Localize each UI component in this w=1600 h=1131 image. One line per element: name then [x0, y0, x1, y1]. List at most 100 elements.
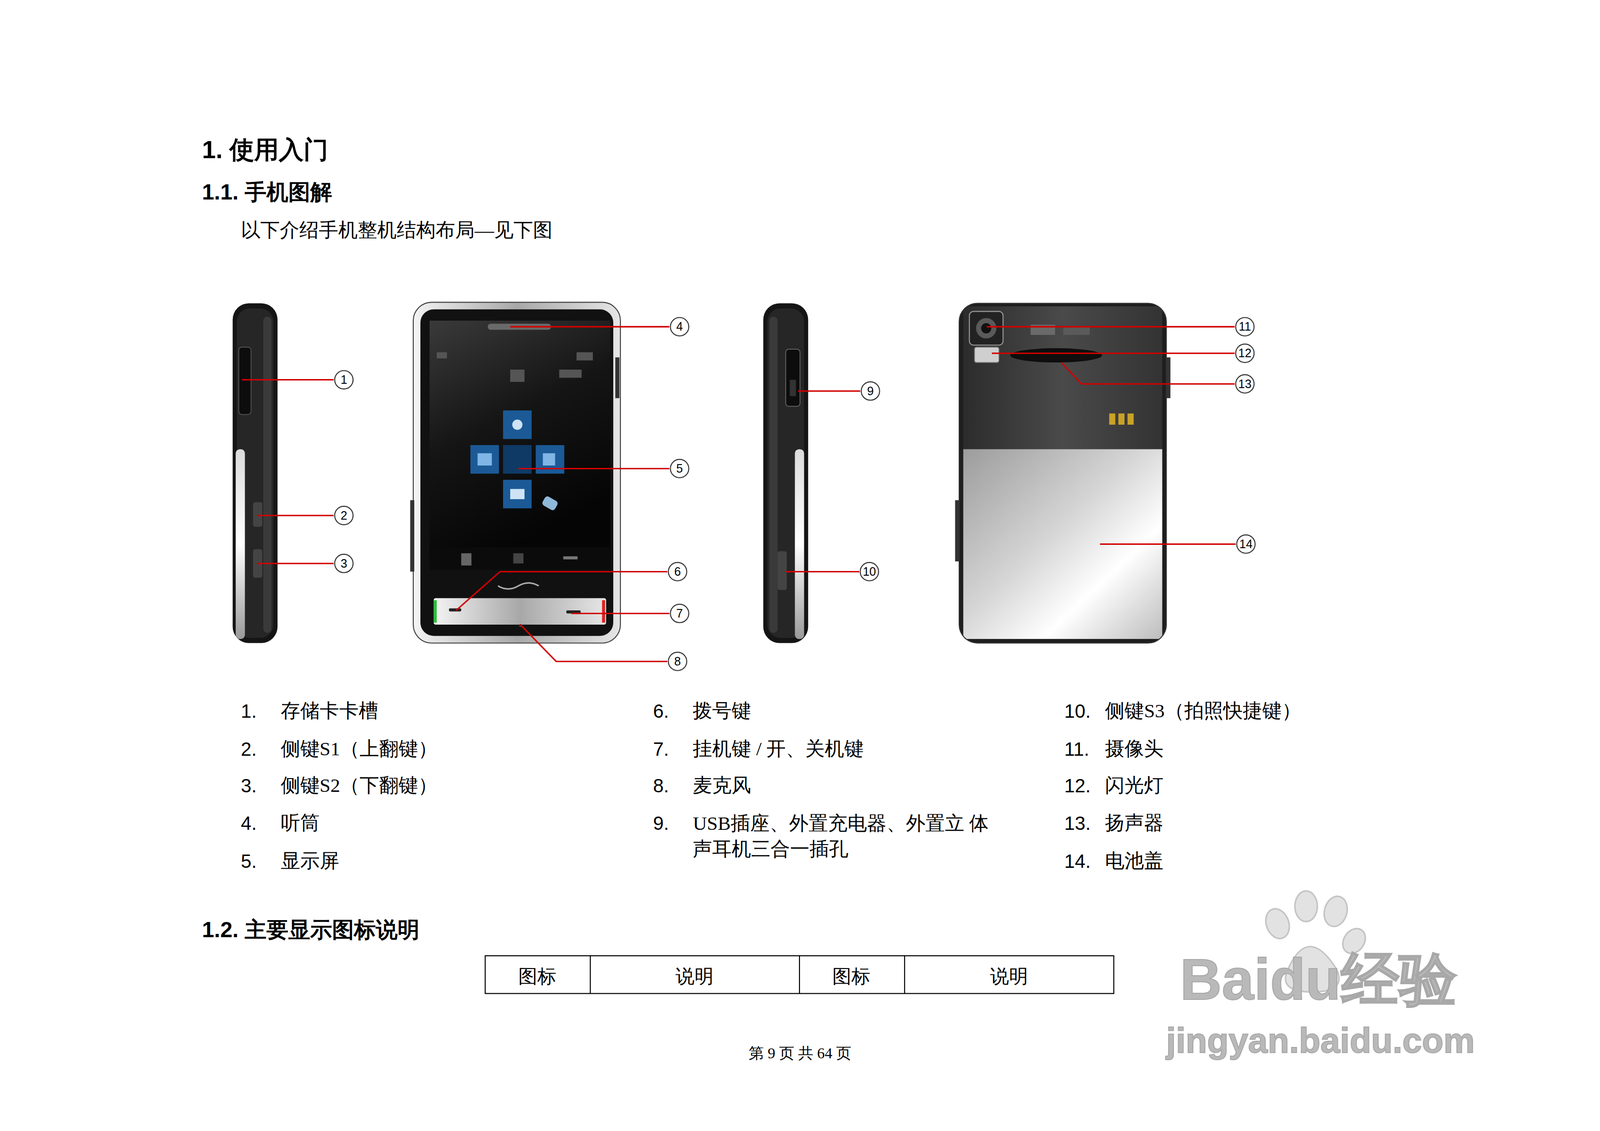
phone-front: [559, 369, 582, 378]
leader-lines: [571, 612, 670, 615]
callout-circles: [670, 459, 689, 478]
item-number: 6.: [653, 700, 669, 723]
leader-lines: [991, 352, 1235, 354]
phone-front: [497, 582, 539, 590]
phone-front: [541, 495, 559, 512]
callout-circles: [334, 317, 1256, 671]
phone-right-side: [785, 349, 800, 407]
callout-number: 13: [1238, 376, 1252, 391]
phone-back-edge: [959, 303, 1167, 643]
phone-front: [513, 553, 524, 564]
table-frame: [590, 955, 591, 994]
callout-number: 10: [862, 564, 877, 579]
leader-lines: [986, 325, 1235, 328]
phone-right-side: [763, 303, 809, 643]
phone-front: [436, 352, 447, 359]
phone-back: [1063, 326, 1090, 335]
phone-right-side: [769, 316, 778, 633]
phone-back: [959, 303, 1167, 643]
watermark-logo: [1261, 905, 1294, 943]
phone-front: [512, 419, 523, 430]
part-name: 摄像头: [1104, 737, 1164, 761]
leader-lines: [456, 571, 668, 611]
table-cell: 图标: [832, 965, 871, 988]
table-cell: 说明: [990, 965, 1029, 988]
callout-circles: [668, 562, 687, 581]
part-name: 电池盖: [1104, 849, 1164, 873]
leader-lines: [785, 571, 860, 573]
phone-front: [429, 547, 610, 570]
item-number: 1.: [240, 700, 257, 723]
item-number: 14.: [1064, 850, 1091, 873]
part-name: 麦克风: [692, 774, 752, 797]
phone-front: [510, 488, 525, 499]
leader-lines: [520, 624, 667, 662]
item-number: 2.: [240, 738, 257, 761]
callout-number: 2: [340, 508, 348, 523]
callout-circles: [334, 554, 354, 573]
phone-front: [433, 598, 607, 625]
phone-back: [1127, 413, 1134, 425]
phone-front: [601, 600, 605, 623]
part-name: USB插座、外置充电器、外置立 体声耳机三合一插孔: [692, 810, 1007, 862]
callout-circles: [670, 317, 689, 337]
phone-front: [535, 445, 565, 474]
callout-number: 12: [1238, 346, 1252, 361]
phone-back: [1109, 413, 1116, 425]
item-number: 13.: [1064, 812, 1091, 835]
callout-number: 7: [676, 606, 684, 621]
phone-right-side: [790, 380, 797, 397]
table-frame: [904, 955, 905, 994]
page-number: 第 9 页 共 64 页: [748, 1044, 852, 1062]
part-name: 闪光灯: [1104, 774, 1164, 797]
leader-lines: [241, 379, 334, 381]
phone-back: [969, 311, 1004, 346]
item-number: 9.: [653, 812, 669, 835]
phone-back-edge: [954, 500, 960, 562]
table-frame: [485, 955, 1114, 994]
watermark: Baidu经验: [1180, 946, 1458, 1013]
section-heading: 1.2. 主要显示图标说明: [201, 916, 420, 943]
phone-back: [963, 306, 1163, 450]
callout-number: 6: [674, 564, 681, 579]
table-cell: 说明: [675, 965, 714, 988]
part-name: 侧键S3（拍照快捷键）: [1104, 700, 1301, 723]
phone-left-side: [253, 502, 263, 527]
phone-left-side: [232, 303, 278, 643]
phone-front: [409, 302, 620, 643]
table-frame: [485, 955, 1114, 994]
part-name: 存储卡卡槽: [280, 700, 379, 723]
item-number: 7.: [653, 738, 669, 761]
leader-lines: [518, 467, 670, 470]
phone-back: [974, 347, 1000, 363]
phone-left-side: [263, 316, 272, 633]
part-name: 听筒: [280, 812, 320, 835]
intro-text: 以下介绍手机整机结构布局—见下图: [240, 219, 553, 242]
watermark-logo: [1295, 891, 1318, 922]
callout-circles: [1235, 374, 1255, 394]
callout-circles: [1236, 534, 1256, 554]
phone-back: [1009, 348, 1102, 363]
phone-left-side: [232, 303, 278, 643]
callout-number: 9: [866, 383, 874, 398]
callout-number: 1: [340, 372, 348, 387]
leader-lines: [257, 514, 334, 517]
phone-front: [563, 556, 578, 560]
phone-front: [503, 445, 532, 474]
leader-lines: [1100, 543, 1237, 545]
item-number: 4.: [240, 812, 257, 835]
phone-front: [503, 479, 532, 509]
phone-front: [576, 352, 593, 361]
item-number: 8.: [653, 774, 669, 797]
phone-front: [503, 410, 532, 439]
phone-back: [980, 323, 991, 334]
callout-number: 5: [676, 461, 684, 476]
phone-right-side: [794, 449, 804, 640]
phone-front: [413, 302, 621, 643]
table-frame: [799, 955, 800, 994]
phone-right-side: [777, 551, 787, 591]
phone-back-edge: [954, 303, 1171, 643]
part-name: 挂机键 / 开、关机键: [692, 737, 864, 761]
phone-front: [470, 445, 499, 474]
